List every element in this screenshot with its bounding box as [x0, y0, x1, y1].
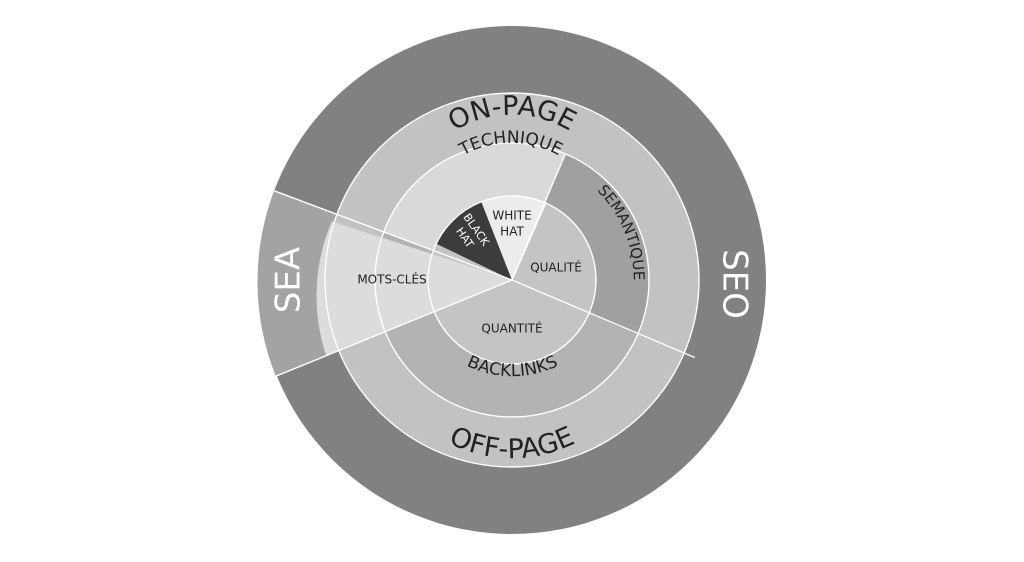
white-hat-wedge	[481, 196, 546, 280]
mots-cles-label: MOTS-CLÉS	[357, 272, 426, 287]
black-hat-wedge	[436, 201, 512, 280]
mots-cles-wedge	[316, 221, 512, 356]
separator-inner-circle	[374, 142, 650, 418]
quantite-label: QUANTITÉ	[481, 321, 542, 336]
qualite-label: QUALITÉ	[530, 260, 582, 275]
separator-sea-top	[273, 190, 513, 281]
white-hat-label: WHITE HAT	[492, 209, 531, 239]
separator-on-off-page	[511, 279, 695, 359]
svg-text:HAT: HAT	[500, 225, 524, 239]
separator-hat-right	[511, 202, 547, 281]
sea-label: SEA	[269, 247, 309, 313]
separator-sea-bottom	[275, 279, 513, 377]
svg-text:WHITE: WHITE	[492, 209, 531, 223]
separator-disc-circle	[427, 195, 597, 365]
seo-label: SEO	[715, 249, 755, 319]
separator-middle-circle	[324, 92, 700, 468]
